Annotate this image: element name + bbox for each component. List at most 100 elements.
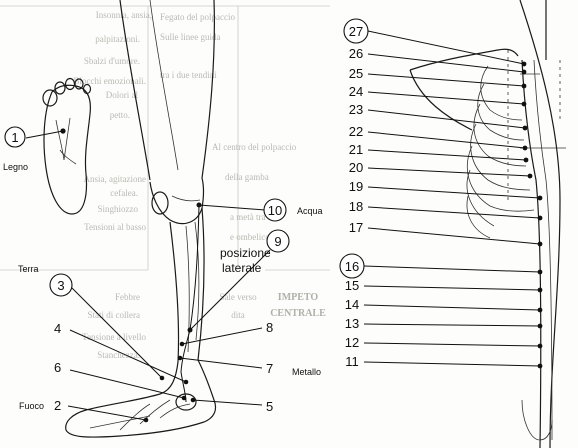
bleed-text: cefalea.	[110, 188, 138, 198]
bleed-text: e ombelico	[230, 232, 270, 242]
point-1-leader	[25, 130, 64, 139]
point-14-label: 14	[345, 297, 359, 312]
point-18-dot	[537, 215, 543, 221]
point-4-label: 4	[54, 321, 61, 336]
point-24-leader	[367, 91, 525, 105]
laterale-label: laterale	[222, 261, 262, 275]
point-15-dot	[537, 287, 543, 293]
point-23-dot	[522, 125, 528, 131]
bleed-text: Singhiozzo	[98, 204, 139, 214]
point-10-label: 10	[268, 203, 282, 218]
point-12-label: 12	[345, 335, 359, 350]
point-12-leader	[363, 342, 541, 347]
point-18-label: 18	[349, 199, 363, 214]
element-metallo-label: Metallo	[292, 367, 321, 377]
leg-drawing	[65, 0, 217, 438]
point-6-leader	[69, 369, 185, 399]
point-14-dot	[537, 307, 543, 313]
point-9-circle	[266, 229, 290, 253]
bleed-text: Stanchezza.	[97, 350, 140, 360]
point-22-label: 22	[349, 124, 363, 139]
point-26-dot	[521, 69, 527, 75]
bleed-through-layer: Insonnia, ansia, palpitazioni. Sbalzi d'…	[0, 5, 330, 360]
point-24-label: 24	[349, 84, 363, 99]
point-16-dot	[537, 269, 543, 275]
foot-sole-drawing	[42, 77, 92, 215]
point-22-dot	[522, 145, 528, 151]
point-16-circle	[339, 253, 365, 279]
point-18-leader	[367, 206, 541, 219]
bleed-text: Dolori al	[106, 90, 139, 100]
point-1-circle	[4, 126, 26, 148]
point-21-dot	[523, 157, 529, 163]
point-23-leader	[367, 109, 526, 129]
point-27-label: 27	[349, 24, 363, 39]
point-12-dot	[537, 343, 543, 349]
bleed-text: Blocchi emozionali.	[74, 76, 146, 86]
bleed-text: Tensioni al basso	[84, 222, 146, 232]
point-23-label: 23	[349, 102, 363, 117]
point-8-label: 8	[266, 320, 273, 335]
bleed-text: Tensione a livello	[82, 332, 146, 342]
bleed-text: Stati di collera	[88, 310, 140, 320]
point-21-label: 21	[349, 142, 363, 157]
point-25-dot	[521, 83, 527, 89]
point-10-leader	[198, 204, 266, 211]
point-27-leader	[367, 30, 525, 65]
point-10-circle	[263, 198, 287, 222]
point-16-leader	[363, 265, 541, 273]
point-7-leader	[179, 357, 263, 369]
point-24-dot	[521, 101, 527, 107]
point-27-dot	[521, 61, 527, 67]
point-5-label: 5	[266, 399, 273, 414]
torso-drawing	[409, 0, 566, 448]
bleed-text: Ansia, agitazione	[84, 174, 146, 184]
point-13-dot	[537, 323, 543, 329]
point-20-label: 20	[349, 160, 363, 175]
point-15-label: 15	[345, 278, 359, 293]
point-3-circle	[49, 273, 73, 297]
point-1-label: 1	[11, 130, 18, 145]
point-2-leader	[67, 405, 147, 421]
point-2-label: 2	[54, 398, 61, 413]
point-13-label: 13	[345, 316, 359, 331]
bleed-text: Sbalzi d'umore.	[84, 56, 140, 66]
point-19-leader	[367, 186, 541, 199]
point-26-leader	[367, 53, 525, 73]
point-3-leader	[71, 287, 163, 379]
bleed-text: Fegato del polpaccio	[160, 12, 235, 22]
bleed-text: della gamba	[225, 172, 269, 182]
point-20-dot	[527, 173, 533, 179]
point-19-label: 19	[349, 179, 363, 194]
point-17-leader	[367, 227, 541, 245]
bleed-text: palpitazioni.	[95, 34, 140, 44]
bleed-text: Insonnia, ansia,	[96, 10, 152, 20]
posizione-label: posizione	[220, 246, 271, 260]
point-3-label: 3	[57, 278, 64, 293]
point-26-label: 26	[349, 46, 363, 61]
point-4-leader	[69, 329, 187, 383]
bleed-text: tra i due tendini	[160, 70, 217, 80]
bleed-text: Febbre	[115, 292, 140, 302]
bleed-text: Sulle linee guida	[160, 32, 221, 42]
bleed-text: petto.	[110, 110, 130, 120]
point-20-leader	[367, 167, 531, 177]
bleed-text: Sale verso	[219, 292, 257, 302]
element-fuoco-label: Fuoco	[19, 401, 44, 411]
bleed-text: a metà tra	[230, 212, 265, 222]
element-acqua-label: Acqua	[297, 206, 323, 216]
point-17-label: 17	[349, 220, 363, 235]
point-9-label: 9	[274, 234, 281, 249]
bleed-text: IMPETO	[278, 292, 319, 303]
point-17-dot	[537, 241, 543, 247]
element-legno-label: Legno	[3, 162, 28, 172]
point-25-label: 25	[349, 66, 363, 81]
spine-leaders	[363, 30, 543, 369]
point-13-leader	[363, 323, 541, 327]
point-27-circle	[343, 18, 369, 44]
point-6-label: 6	[54, 360, 61, 375]
point-19-dot	[537, 195, 543, 201]
point-9-leader	[189, 249, 271, 331]
